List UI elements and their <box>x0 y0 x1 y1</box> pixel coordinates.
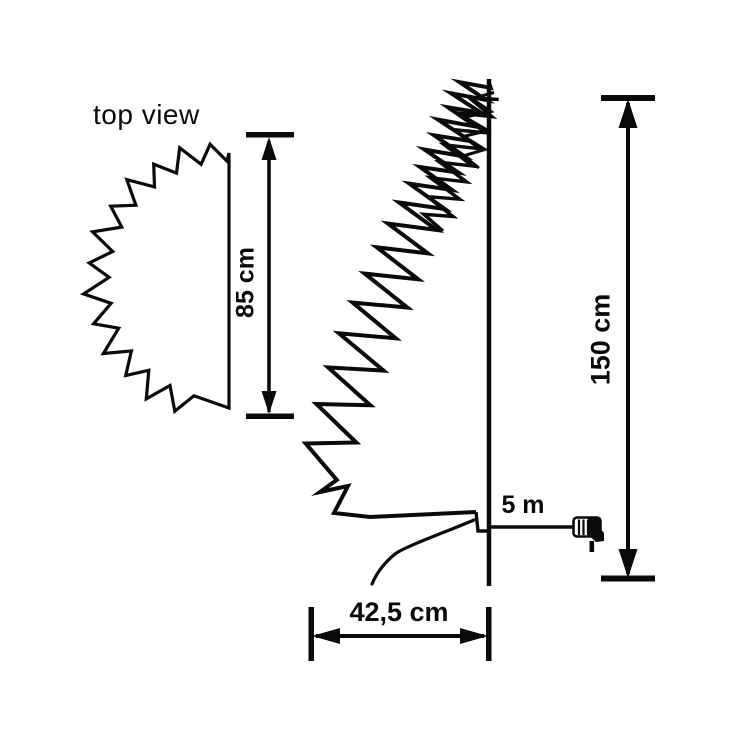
cable-length-label: 5 m <box>501 491 545 519</box>
dim-end-bar <box>601 95 655 101</box>
power-plug-icon <box>572 516 604 552</box>
width-dimension-label: 42,5 cm <box>349 597 449 627</box>
tree-needles-tip-row <box>459 91 495 170</box>
power-cord-curve <box>370 518 476 586</box>
dimension-42-5cm <box>308 607 492 661</box>
dimension-150cm <box>601 95 655 582</box>
top-view-tree-outline <box>79 141 231 415</box>
arrow-down-icon <box>618 549 638 578</box>
tree-needles-inner-row <box>418 95 499 233</box>
dim-end-bar <box>246 413 294 419</box>
depth-dimension-label: 85 cm <box>231 247 260 318</box>
dim-end-bar <box>246 132 294 138</box>
dimension-85cm <box>246 132 294 419</box>
dim-end-bar <box>486 607 492 661</box>
plug-pin <box>589 541 595 552</box>
arrow-left-icon <box>312 628 340 644</box>
dim-end-bar <box>308 607 314 661</box>
arrow-up-icon <box>261 137 277 160</box>
arrow-down-icon <box>261 391 277 414</box>
height-dimension-label: 150 cm <box>585 293 616 386</box>
plug-head <box>588 518 604 542</box>
dim-end-bar <box>601 575 655 582</box>
arrow-up-icon <box>618 99 638 128</box>
arrow-right-icon <box>460 628 488 644</box>
top-view-label: top view <box>93 99 200 130</box>
tree-base-notch <box>474 511 490 533</box>
